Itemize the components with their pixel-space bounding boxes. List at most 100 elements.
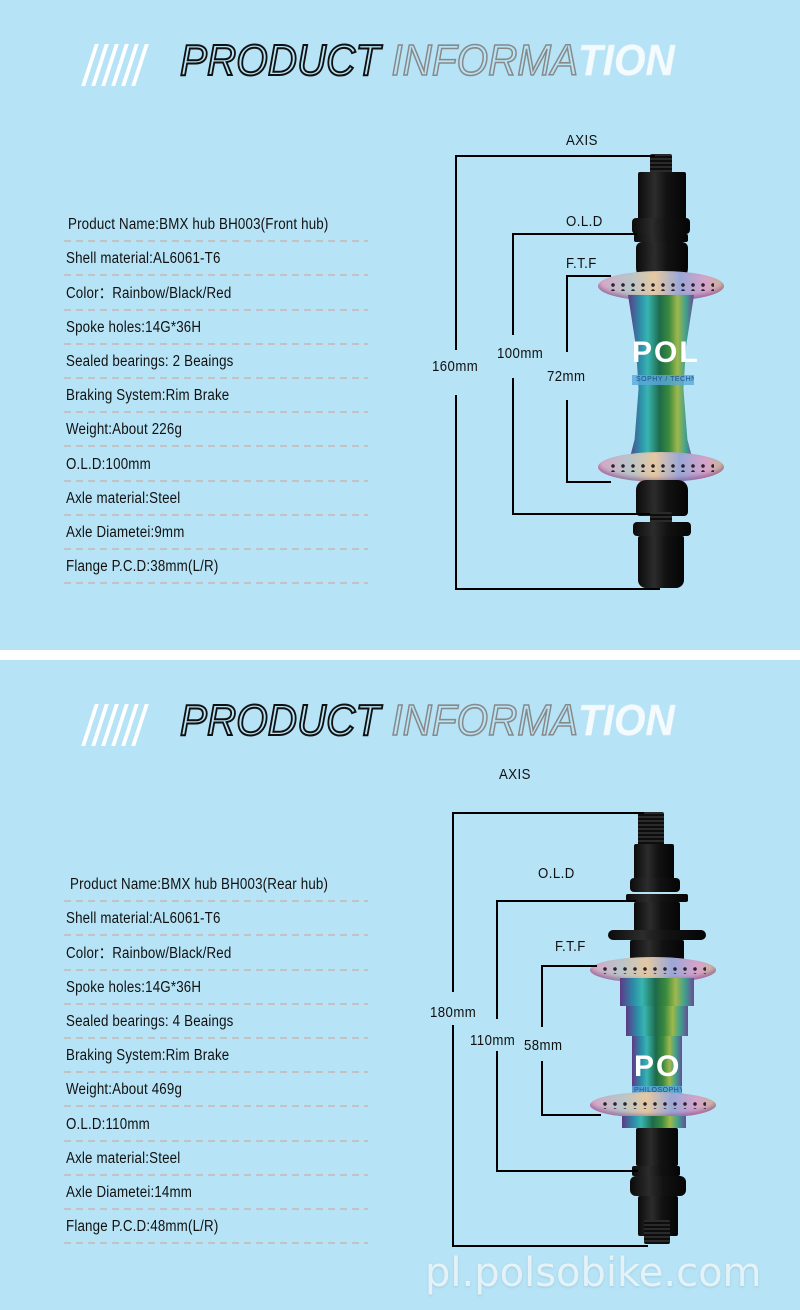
end-cap <box>636 242 688 282</box>
dashed-divider <box>64 479 368 482</box>
spec-color: Color：Rainbow/Black/Red <box>66 944 232 962</box>
dashed-divider <box>64 582 368 585</box>
hub-logo-band <box>632 375 694 385</box>
old-value: 110mm <box>470 1032 516 1049</box>
spec-row: Axle Diametei:9mm <box>64 516 368 550</box>
spec-axle-material: Axle material:Steel <box>66 489 181 507</box>
washer <box>626 894 688 902</box>
driver-cog <box>608 930 706 940</box>
end-cap <box>636 480 688 516</box>
axis-dimension-line <box>452 1025 454 1246</box>
decorative-stripes-icon <box>81 704 150 746</box>
spec-sealed-bearings: Sealed bearings: 4 Beaings <box>66 1012 234 1030</box>
hub-logo-band <box>632 1086 682 1096</box>
spec-row: Color：Rainbow/Black/Red <box>64 936 368 971</box>
spec-row: Flange P.C.D:48mm(L/R) <box>64 1210 368 1245</box>
spec-row: Axle material:Steel <box>64 482 368 516</box>
old-value: 100mm <box>497 345 544 362</box>
hub-logo-text: PO <box>634 1052 682 1082</box>
spec-axle-diameter: Axle Diametei:14mm <box>66 1183 193 1201</box>
dashed-divider <box>64 274 368 277</box>
front-hub-section: PRODUCT INFORMATION Product Name:BMX hub… <box>0 0 800 650</box>
axis-value: 180mm <box>430 1004 477 1021</box>
spec-color: Color：Rainbow/Black/Red <box>66 284 232 302</box>
spec-braking-system: Braking System:Rim Brake <box>66 387 230 405</box>
site-watermark: pl.polsobike.com <box>425 1250 762 1296</box>
section-title: PRODUCT INFORMATION <box>179 695 675 746</box>
hub-logo-subtext: SOPHY / TECHN <box>636 376 694 383</box>
dashed-divider <box>64 445 368 448</box>
spec-shell-material: Shell material:AL6061-T6 <box>66 910 221 928</box>
spec-row: Color：Rainbow/Black/Red <box>64 276 368 311</box>
old-dimension-line <box>496 900 636 902</box>
spec-row: Braking System:Rim Brake <box>64 379 368 414</box>
axis-dimension-line <box>455 155 457 350</box>
axis-dimension-line <box>455 395 457 590</box>
spec-shell-material: Shell material:AL6061-T6 <box>66 250 221 268</box>
ftf-label: F.T.F <box>566 255 597 272</box>
old-dimension-line <box>512 233 514 335</box>
spec-product-name: Product Name:BMX hub BH003(Front hub) <box>68 216 329 234</box>
dashed-divider <box>64 1242 368 1245</box>
hub-shell-step <box>620 978 694 1006</box>
end-cap <box>636 1128 678 1166</box>
dashed-divider <box>64 1036 368 1039</box>
spec-weight: Weight:About 469g <box>66 1081 183 1099</box>
dashed-divider <box>64 968 368 971</box>
washer <box>630 1176 686 1196</box>
ftf-dimension-line <box>566 481 611 483</box>
ftf-dimension-line <box>541 1061 543 1115</box>
axis-dimension-line <box>452 812 644 814</box>
flange-top <box>598 271 724 301</box>
spec-row: Weight:About 226g <box>64 413 368 448</box>
hub-logo-text: POL <box>632 338 700 368</box>
spec-flange-pcd: Flange P.C.D:38mm(L/R) <box>66 558 219 576</box>
old-label: O.L.D <box>566 213 603 230</box>
flange-top <box>590 957 716 983</box>
old-dimension-line <box>512 378 514 514</box>
axis-dimension-line <box>455 155 655 157</box>
hub-logo-subtext: PHILOSOPHY / <box>634 1087 682 1094</box>
dashed-divider <box>64 547 368 550</box>
flange-bottom <box>598 452 724 482</box>
section-header: PRODUCT INFORMATION <box>81 695 682 750</box>
spec-row: Axle Diametei:14mm <box>64 1176 368 1210</box>
axis-dimension-line <box>452 812 454 992</box>
old-dimension-line <box>512 513 650 515</box>
spec-row: Sealed bearings: 2 Beaings <box>64 345 368 379</box>
dashed-divider <box>64 1139 368 1142</box>
rear-hub-section: PRODUCT INFORMATION Product Name:BMX hub… <box>0 660 800 1310</box>
spec-flange-pcd: Flange P.C.D:48mm(L/R) <box>66 1218 219 1236</box>
spec-spoke-holes: Spoke holes:14G*36H <box>66 978 202 996</box>
axle-thread <box>644 1220 670 1244</box>
hub-shell <box>628 295 694 465</box>
dashed-divider <box>64 342 368 345</box>
axis-dimension-line <box>452 1245 648 1247</box>
dashed-divider <box>64 240 368 243</box>
section-header: PRODUCT INFORMATION <box>81 35 682 90</box>
dashed-divider <box>64 308 368 311</box>
spec-list: Product Name:BMX hub BH003(Rear hub) She… <box>64 868 368 1245</box>
spec-row: Spoke holes:14G*36H <box>64 311 368 345</box>
old-dimension-line <box>496 1170 638 1172</box>
dashed-divider <box>64 1002 368 1005</box>
washer <box>634 234 688 242</box>
old-label: O.L.D <box>538 865 575 882</box>
hub-shell-step <box>622 1116 686 1128</box>
ftf-dimension-line <box>566 275 568 352</box>
dashed-divider <box>64 1071 368 1074</box>
spec-row: Shell material:AL6061-T6 <box>64 902 368 937</box>
dashed-divider <box>64 513 368 516</box>
ftf-label: F.T.F <box>555 938 586 955</box>
axle-nut <box>634 844 674 880</box>
dashed-divider <box>64 411 368 414</box>
spacer <box>630 878 680 892</box>
driver-body <box>630 940 684 962</box>
axis-label: AXIS <box>566 132 598 149</box>
axle-thread <box>638 812 664 846</box>
spec-axle-material: Axle material:Steel <box>66 1149 181 1167</box>
spec-product-name: Product Name:BMX hub BH003(Rear hub) <box>70 876 329 894</box>
axle-nut <box>638 172 686 220</box>
dashed-divider <box>64 1173 368 1176</box>
ftf-value: 58mm <box>524 1037 563 1054</box>
